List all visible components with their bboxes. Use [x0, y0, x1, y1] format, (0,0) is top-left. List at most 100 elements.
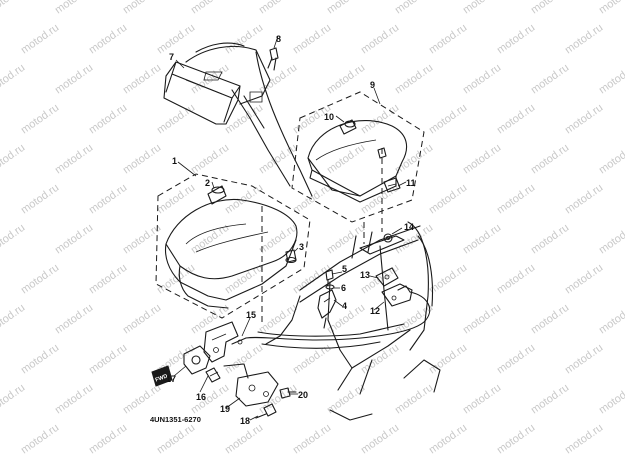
- watermark-text: motod.ru: [495, 102, 537, 137]
- watermark-text: motod.ru: [19, 102, 61, 137]
- callout-10: 10: [324, 112, 334, 122]
- watermark-text: motod.ru: [53, 302, 95, 337]
- watermark-text: motod.ru: [427, 262, 469, 297]
- watermark-text: motod.ru: [87, 342, 129, 377]
- watermark-text: motod.ru: [359, 422, 401, 457]
- watermark-text: motod.ru: [529, 142, 571, 177]
- part-9-group-box: [291, 91, 425, 223]
- part-10-damper: [339, 119, 357, 135]
- watermark-text: motod.ru: [563, 262, 605, 297]
- callout-16: 16: [196, 392, 206, 402]
- watermark-text: motod.ru: [427, 422, 469, 457]
- watermark-text: motod.ru: [359, 342, 401, 377]
- watermark-text: motod.ru: [597, 0, 625, 16]
- watermark-text: motod.ru: [325, 142, 367, 177]
- part-4-hook: [317, 289, 337, 329]
- watermark-text: motod.ru: [291, 342, 333, 377]
- watermark-text: motod.ru: [393, 142, 435, 177]
- watermark-text: motod.ru: [393, 62, 435, 97]
- watermark-text: motod.ru: [461, 0, 503, 16]
- watermark-text: motod.ru: [121, 382, 163, 417]
- watermark-text: motod.ru: [393, 0, 435, 16]
- watermark-text: motod.ru: [597, 62, 625, 97]
- part-3-grommet: [285, 249, 297, 264]
- callout-13: 13: [360, 270, 370, 280]
- part-2-damper: [207, 185, 227, 205]
- watermark-text: motod.ru: [87, 22, 129, 57]
- watermark-text: motod.ru: [495, 422, 537, 457]
- watermark-text: motod.ru: [87, 182, 129, 217]
- watermark-text: motod.ru: [325, 62, 367, 97]
- part-17-lock-cylinder: [183, 345, 211, 375]
- part-15-cable: [231, 337, 247, 345]
- callout-12: 12: [370, 306, 380, 316]
- watermark-text: motod.ru: [0, 142, 27, 177]
- watermark-text: motod.ru: [189, 62, 231, 97]
- tail-fairing-outline: [185, 42, 313, 197]
- watermark-text: motod.ru: [19, 182, 61, 217]
- watermark-text: motod.ru: [529, 222, 571, 257]
- watermark-text: motod.ru: [461, 302, 503, 337]
- watermark-text: motod.ru: [461, 142, 503, 177]
- watermark-text: motod.ru: [19, 422, 61, 457]
- watermark-text: motod.ru: [0, 222, 27, 257]
- watermark-text: motod.ru: [87, 102, 129, 137]
- watermark-text: motod.ru: [155, 22, 197, 57]
- fwd-arrow-symbol: [151, 365, 173, 387]
- watermark-text: motod.ru: [257, 222, 299, 257]
- watermark-text: motod.ru: [121, 302, 163, 337]
- watermark-text: motod.ru: [495, 22, 537, 57]
- watermark-text: motod.ru: [563, 342, 605, 377]
- part-14-nut: [383, 233, 393, 243]
- callout-20: 20: [298, 390, 308, 400]
- watermark-text: motod.ru: [495, 262, 537, 297]
- callout-11: 11: [406, 178, 416, 188]
- watermark-text: motod.ru: [427, 102, 469, 137]
- part-11-bracket: [383, 177, 401, 193]
- callout-9: 9: [370, 80, 375, 90]
- part-1-group-box: [155, 173, 311, 319]
- watermark-text: motod.ru: [155, 182, 197, 217]
- watermark-text: motod.ru: [53, 62, 95, 97]
- guide-lines: [261, 148, 383, 324]
- watermark-text: motod.ru: [19, 22, 61, 57]
- watermark-text: motod.ru: [597, 142, 625, 177]
- callout-5: 5: [342, 264, 347, 274]
- watermark-text: motod.ru: [393, 382, 435, 417]
- watermark-text: motod.ru: [563, 102, 605, 137]
- part-12-seat-lock: [381, 283, 413, 307]
- fwd-label: FWD: [155, 374, 169, 384]
- watermark-text: motod.ru: [325, 382, 367, 417]
- watermark-text: motod.ru: [223, 342, 265, 377]
- part-13-bracket: [375, 267, 399, 287]
- callout-7: 7: [169, 52, 174, 62]
- watermark-text: motod.ru: [87, 422, 129, 457]
- watermark-text: motod.ru: [189, 142, 231, 177]
- watermark-text: motod.ru: [121, 0, 163, 16]
- watermark-text: motod.ru: [359, 102, 401, 137]
- callout-14: 14: [404, 222, 414, 232]
- part-16-clip: [205, 367, 221, 383]
- watermark-text: motod.ru: [427, 22, 469, 57]
- watermark-text: motod.ru: [291, 182, 333, 217]
- watermark-text: motod.ru: [53, 382, 95, 417]
- watermark-text: motod.ru: [325, 222, 367, 257]
- watermark-text: motod.ru: [427, 182, 469, 217]
- part-19-bracket: [223, 363, 279, 407]
- watermark-text: motod.ru: [257, 302, 299, 337]
- lock-cable: [245, 291, 431, 341]
- watermark-text: motod.ru: [461, 382, 503, 417]
- watermark-text: motod.ru: [189, 0, 231, 16]
- watermark-text: motod.ru: [427, 342, 469, 377]
- callout-6: 6: [341, 283, 346, 293]
- watermark-text: motod.ru: [563, 22, 605, 57]
- watermark-text: motod.ru: [257, 62, 299, 97]
- part-6-washer: [325, 284, 335, 290]
- main-seat: [164, 198, 298, 309]
- watermark-text: motod.ru: [461, 62, 503, 97]
- watermark-text: motod.ru: [597, 302, 625, 337]
- watermark-text: motod.ru: [121, 142, 163, 177]
- watermark-text: motod.ru: [53, 142, 95, 177]
- callout-18: 18: [240, 416, 250, 426]
